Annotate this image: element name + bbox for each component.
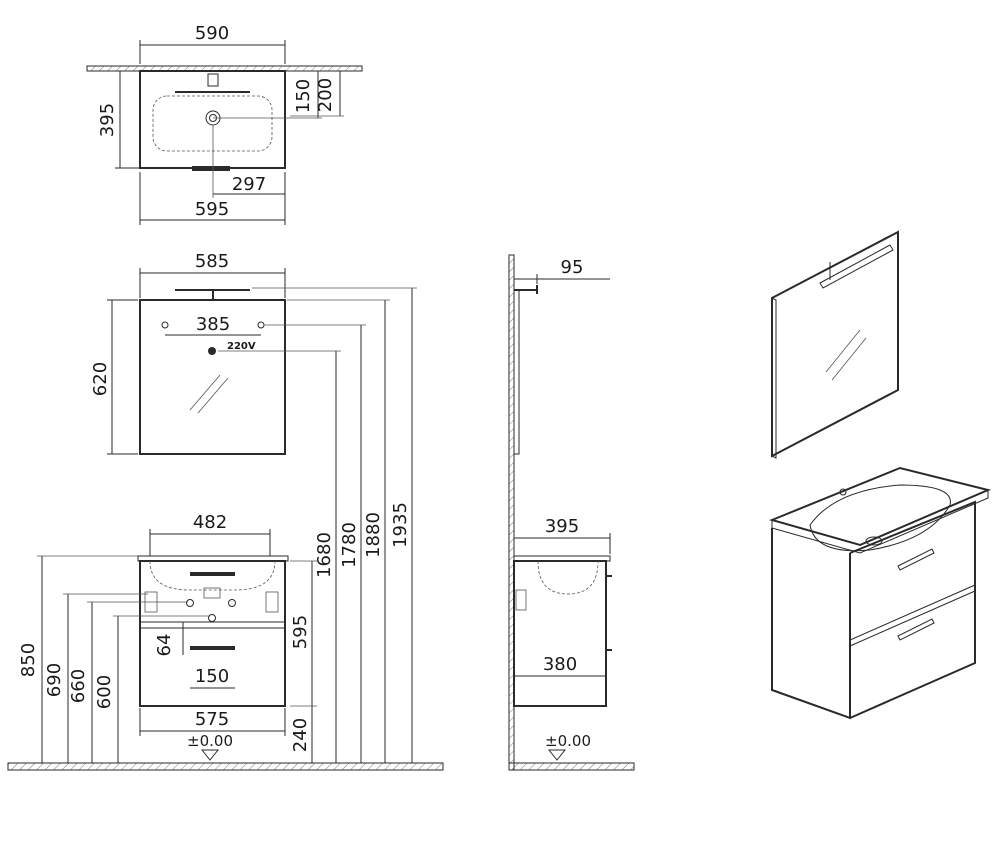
mirror-perspective: [771, 230, 899, 458]
drawer-handle-lower: [190, 646, 235, 650]
floor-level-front: ±0.00: [187, 732, 233, 750]
dim-600: 600: [94, 675, 115, 709]
dim-240: 240: [290, 718, 311, 752]
dim-200-top: 200: [315, 78, 336, 112]
basin-bowl-top: [152, 95, 273, 152]
mirror-lamp-perspective: [819, 244, 894, 289]
dim-95: 95: [561, 257, 584, 278]
dim-1880: 1880: [363, 512, 384, 558]
dim-150-front: 150: [195, 666, 229, 687]
front-view: 220V 585 385 620 482: [7, 251, 444, 771]
floor-front: [7, 762, 444, 771]
dim-850: 850: [18, 643, 39, 677]
cabinet-front: [139, 560, 286, 707]
mirror-hole-left: [161, 321, 169, 329]
dim-575: 575: [195, 709, 229, 730]
top-view: 590 395 150 200 297 595: [86, 23, 363, 225]
dim-595-top: 595: [195, 199, 229, 220]
dim-297: 297: [232, 174, 266, 195]
dim-1680: 1680: [314, 532, 335, 578]
dim-385: 385: [196, 314, 230, 335]
floor-level-side: ±0.00: [545, 732, 591, 750]
bowl-hidden-side: [537, 560, 599, 595]
side-view: 95 395 380 ±0.00: [508, 254, 635, 771]
dim-590: 590: [195, 23, 229, 44]
dim-395-top: 395: [97, 103, 118, 137]
dim-64: 64: [154, 634, 175, 657]
dim-380: 380: [543, 654, 577, 675]
drawer-handle-top: [192, 166, 230, 171]
cabinet-side-perspective: [771, 528, 851, 720]
dim-150-top: 150: [293, 79, 314, 113]
drawer-handle-upper-perspective: [897, 548, 935, 571]
floor-side: [508, 762, 635, 771]
dim-395-side: 395: [545, 516, 579, 537]
dim-620: 620: [90, 362, 111, 396]
dim-482: 482: [193, 512, 227, 533]
power-point: [208, 347, 216, 355]
cabinet-front-perspective: [849, 500, 976, 719]
mirror-hole-right: [257, 321, 265, 329]
dim-660: 660: [68, 669, 89, 703]
dim-1780: 1780: [339, 522, 360, 568]
basin-bowl-perspective: [809, 484, 951, 552]
power-label: 220V: [227, 341, 256, 352]
basin-top-side: [513, 555, 611, 562]
drawer-handle-lower-perspective: [897, 618, 935, 641]
drawer-split-perspective: [849, 584, 976, 641]
tap-hole: [207, 73, 219, 87]
bracket-right: [265, 591, 279, 613]
cabinet-side: [513, 560, 607, 707]
basin-top-perspective: [768, 466, 992, 547]
dim-1935: 1935: [390, 502, 411, 548]
dim-690: 690: [44, 663, 65, 697]
bowl-hidden-front: [149, 560, 276, 591]
dim-585: 585: [195, 251, 229, 272]
drawer-handle-upper: [190, 572, 235, 576]
mirror-side: [513, 289, 520, 455]
dim-595-front: 595: [290, 615, 311, 649]
perspective-view: [768, 230, 992, 720]
